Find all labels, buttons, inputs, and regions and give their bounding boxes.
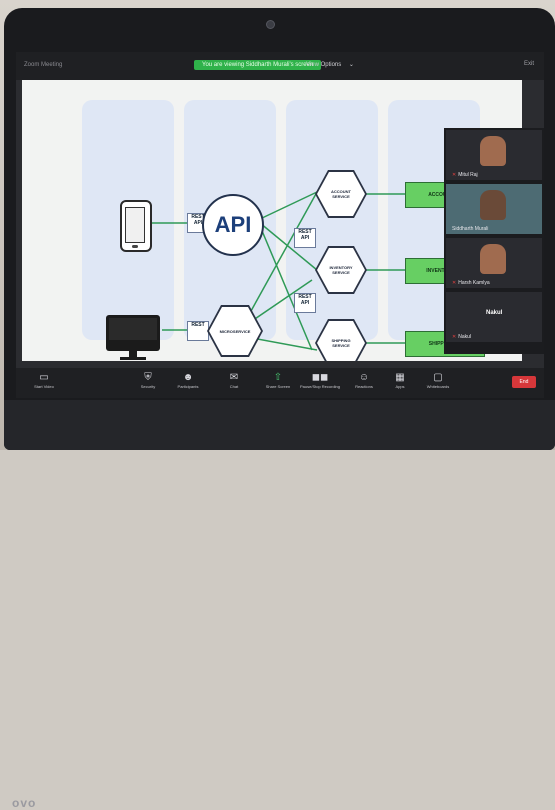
desktop-monitor-icon: [106, 315, 160, 360]
window-exit-button[interactable]: Exit: [523, 61, 534, 67]
reactions-icon: ☺: [358, 372, 370, 383]
view-options-label: View Options: [306, 62, 342, 68]
start-video-button[interactable]: ▭ Start Video: [22, 372, 66, 389]
rest-badge: REST: [187, 321, 209, 341]
participant-video: [480, 190, 506, 220]
participant-tile[interactable]: Nakul ✕Nakul: [446, 292, 542, 342]
participant-video: [480, 244, 506, 274]
participant-tile[interactable]: ✕Mitul Raj: [446, 130, 542, 180]
view-options-button[interactable]: View Options ⌄: [306, 61, 354, 68]
share-screen-button[interactable]: ⇧ Share Screen: [256, 372, 300, 389]
chevron-down-icon: ⌄: [348, 62, 354, 68]
chat-button[interactable]: ✉ Chat: [212, 372, 256, 389]
whiteboards-button[interactable]: ▢ Whiteboards: [416, 372, 460, 389]
participants-icon: ☻: [182, 372, 194, 383]
share-screen-icon: ⇧: [273, 372, 283, 383]
api-gateway-node: API: [202, 194, 264, 256]
mobile-phone-icon: [120, 200, 152, 252]
zoom-window: Zoom Meeting You are viewing Siddharth M…: [16, 52, 544, 398]
end-meeting-button[interactable]: End: [512, 376, 536, 388]
meeting-info: Zoom Meeting: [24, 62, 63, 68]
apps-button[interactable]: ▦ Apps: [378, 372, 422, 389]
mic-muted-icon: ✕: [452, 334, 457, 340]
zoom-toolbar: ▭ Start Video ⛨ Security ☻ Participants …: [16, 368, 544, 398]
participant-gallery: ✕Mitul Raj Siddharth Murali ✕Harsh Kamly…: [444, 128, 544, 354]
microservice-node: MICROSERVICE: [209, 307, 261, 355]
laptop-bezel-bottom: ovo: [4, 400, 555, 810]
viewing-banner[interactable]: You are viewing Siddharth Murali's scree…: [194, 60, 322, 70]
zoom-header-bar: Zoom Meeting You are viewing Siddharth M…: [16, 52, 544, 80]
video-off-icon: ▭: [39, 372, 49, 383]
laptop: Zoom Meeting You are viewing Siddharth M…: [4, 8, 555, 810]
apps-icon: ▦: [395, 372, 405, 383]
chat-icon: ✉: [229, 372, 239, 383]
participant-tile-active[interactable]: Siddharth Murali: [446, 184, 542, 234]
mic-muted-icon: ✕: [452, 172, 457, 178]
whiteboard-icon: ▢: [433, 372, 443, 383]
mic-muted-icon: ✕: [452, 280, 457, 286]
participant-video: [480, 136, 506, 166]
recording-button[interactable]: ◼◼ Pause/Stop Recording: [299, 372, 341, 389]
participant-name-placeholder: Nakul: [486, 310, 503, 316]
laptop-brand-logo: ovo: [12, 796, 37, 810]
participants-button[interactable]: ☻ Participants: [166, 372, 210, 389]
record-icon: ◼◼: [311, 372, 329, 383]
webcam: [266, 20, 275, 29]
security-button[interactable]: ⛨ Security: [126, 372, 170, 389]
reactions-button[interactable]: ☺ Reactions: [342, 372, 386, 389]
shield-icon: ⛨: [144, 372, 152, 383]
participant-tile[interactable]: ✕Harsh Kamlya: [446, 238, 542, 288]
